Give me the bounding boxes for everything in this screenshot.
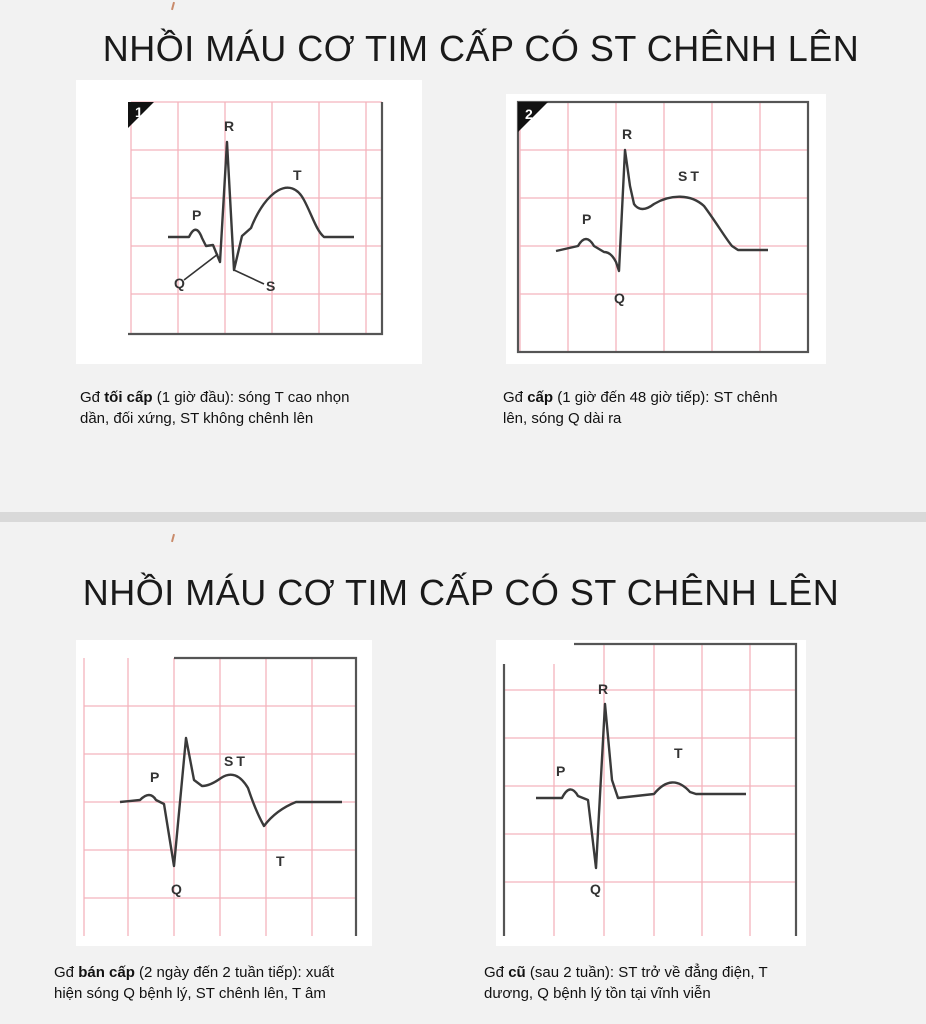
- arrow-s: [233, 269, 265, 285]
- ecg-grid: [503, 644, 796, 936]
- label-p: P: [556, 763, 565, 779]
- caption-stage: bán cấp: [78, 964, 135, 981]
- cover-box: [496, 640, 574, 664]
- label-s: S: [266, 278, 275, 294]
- slide-1: NHỒI MÁU CƠ TIM CẤP CÓ ST CHÊNH LÊN 1: [0, 0, 926, 512]
- label-st: ST: [678, 168, 702, 184]
- ecg-frame: [502, 642, 798, 936]
- caption-text: (sau 2 tuần): ST trở về đẳng điện, T: [525, 964, 768, 981]
- ecg-grid: [130, 101, 382, 334]
- caption-subacute: Gđ bán cấp (2 ngày đến 2 tuần tiếp): xuấ…: [54, 962, 454, 1004]
- label-p: P: [582, 211, 591, 227]
- slide-title: NHỒI MÁU CƠ TIM CẤP CÓ ST CHÊNH LÊN: [82, 572, 840, 613]
- caption-line-2: hiện sóng Q bệnh lý, ST chênh lên, T âm: [54, 985, 326, 1002]
- ecg-trace: [555, 148, 768, 273]
- ecg-panel-acute: 2 R ST P Q: [506, 94, 826, 364]
- label-r: R: [224, 118, 234, 134]
- caption-text: (1 giờ đến 48 giờ tiếp): ST chênh: [553, 389, 778, 406]
- caption-line-2: dương, Q bệnh lý tồn tại vĩnh viễn: [484, 985, 711, 1002]
- caption-line-2: lên, sóng Q dài ra: [503, 410, 622, 427]
- caption-acute: Gđ cấp (1 giờ đến 48 giờ tiếp): ST chênh…: [503, 387, 883, 429]
- ecg-panel-subacute: P ST T Q: [76, 640, 372, 946]
- label-t: T: [293, 167, 302, 183]
- ecg-panel-old: R P T Q: [496, 640, 806, 946]
- badge-number: 2: [525, 106, 533, 122]
- ecg-trace: [536, 702, 746, 870]
- caption-stage: cũ: [508, 964, 526, 981]
- label-q: Q: [614, 290, 625, 306]
- slide-title: NHỒI MÁU CƠ TIM CẤP CÓ ST CHÊNH LÊN: [102, 28, 860, 69]
- ecg-frame: [516, 100, 810, 354]
- ecg-diagram-subacute: P ST T Q: [83, 640, 358, 936]
- caption-line-2: dần, đối xứng, ST không chênh lên: [80, 410, 314, 427]
- label-r: R: [622, 126, 632, 142]
- ecg-trace: [119, 736, 342, 868]
- label-q: Q: [590, 881, 601, 897]
- label-st: ST: [224, 753, 248, 769]
- label-p: P: [150, 769, 159, 785]
- caption-old: Gđ cũ (sau 2 tuần): ST trở về đẳng điện,…: [484, 962, 904, 1004]
- label-q: Q: [174, 275, 185, 291]
- ecg-trace: [168, 140, 354, 272]
- ecg-diagram-acute: 2 R ST P Q: [516, 100, 810, 354]
- label-t: T: [276, 853, 285, 869]
- arrow-q: [183, 253, 219, 281]
- cover-box: [106, 640, 176, 657]
- caption-hyperacute: Gđ tối cấp (1 giờ đầu): sóng T cao nhọn …: [80, 387, 450, 429]
- decor-mark: [170, 533, 176, 543]
- badge-number: 1: [135, 104, 143, 120]
- badge: [518, 102, 548, 132]
- label-q: Q: [171, 881, 182, 897]
- ecg-grid: [83, 658, 356, 936]
- ecg-diagram-hyperacute: 1 R T P Q S: [128, 101, 384, 336]
- caption-prefix: Gđ: [484, 964, 509, 981]
- slide-2: NHỒI MÁU CƠ TIM CẤP CÓ ST CHÊNH LÊN P ST: [0, 522, 926, 1024]
- decor-mark: [170, 1, 176, 11]
- ecg-panel-hyperacute: 1 R T P Q S: [76, 80, 422, 364]
- caption-text: (1 giờ đầu): sóng T cao nhọn: [152, 389, 350, 406]
- ecg-diagram-old: R P T Q: [496, 640, 798, 936]
- caption-text: (2 ngày đến 2 tuần tiếp): xuất: [134, 964, 335, 981]
- caption-prefix: Gđ: [80, 389, 105, 406]
- caption-prefix: Gđ: [503, 389, 528, 406]
- ecg-grid: [519, 101, 808, 352]
- label-t: T: [674, 745, 683, 761]
- caption-stage: tối cấp: [104, 389, 153, 406]
- label-p: P: [192, 207, 201, 223]
- ecg-frame: [128, 102, 384, 336]
- caption-stage: cấp: [527, 389, 554, 406]
- badge: [128, 102, 154, 128]
- label-r: R: [598, 681, 608, 697]
- ecg-frame: [174, 656, 358, 936]
- caption-prefix: Gđ: [54, 964, 79, 981]
